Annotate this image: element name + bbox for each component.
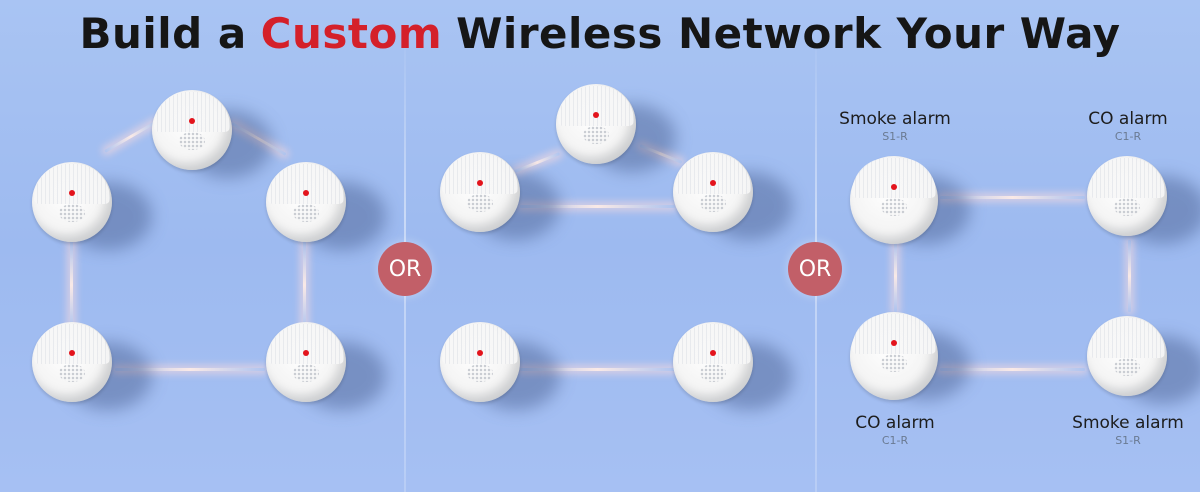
smoke-detector-icon: [266, 162, 386, 250]
smoke-detector-icon: [152, 90, 272, 178]
label-name: Smoke alarm: [839, 109, 951, 129]
label-top-right: CO alarm C1-R: [1043, 109, 1200, 143]
link-p1-left: [70, 240, 73, 330]
title-accent: Custom: [260, 8, 443, 58]
or-badge-2: OR: [788, 242, 842, 296]
smoke-detector-icon: [266, 322, 386, 410]
smoke-detector-icon: [1087, 316, 1200, 404]
title-part-1: Build a: [79, 8, 247, 58]
label-name: Smoke alarm: [1072, 413, 1184, 433]
co-detector-icon: [850, 312, 970, 400]
smoke-detector-icon: [673, 322, 793, 410]
link-p1-right: [303, 240, 306, 330]
link-p3-top: [940, 196, 1085, 199]
link-p1-bottom: [115, 368, 265, 371]
or-badge-1: OR: [378, 242, 432, 296]
link-p1-top-left: [104, 120, 158, 153]
label-name: CO alarm: [1088, 109, 1168, 129]
title-part-2: Wireless Network Your Way: [456, 8, 1121, 58]
label-model: S1-R: [1115, 434, 1141, 447]
label-top-left: Smoke alarm S1-R: [810, 109, 980, 143]
link-p3-bottom: [940, 368, 1085, 371]
page-title: Build a Custom Wireless Network Your Way: [0, 0, 1200, 66]
link-p3-right: [1128, 240, 1131, 312]
label-bottom-right: Smoke alarm S1-R: [1043, 413, 1200, 447]
smoke-detector-icon: [440, 152, 560, 240]
smoke-detector-icon: [556, 84, 676, 172]
link-p2-top-left: [514, 152, 561, 173]
smoke-detector-icon: [32, 162, 152, 250]
link-p3-left: [894, 240, 897, 312]
link-p2-bottom: [520, 368, 675, 371]
smoke-detector-icon: [32, 322, 152, 410]
label-name: CO alarm: [855, 413, 935, 433]
smoke-detector-icon: [440, 322, 560, 410]
label-model: C1-R: [1114, 130, 1142, 143]
link-p2-middle: [520, 205, 675, 208]
label-bottom-left: CO alarm C1-R: [810, 413, 980, 447]
co-detector-icon: [1087, 156, 1200, 244]
smoke-detector-icon: [673, 152, 793, 240]
smoke-detector-icon: [850, 156, 970, 244]
label-model: C1-R: [881, 434, 909, 447]
label-model: S1-R: [882, 130, 908, 143]
